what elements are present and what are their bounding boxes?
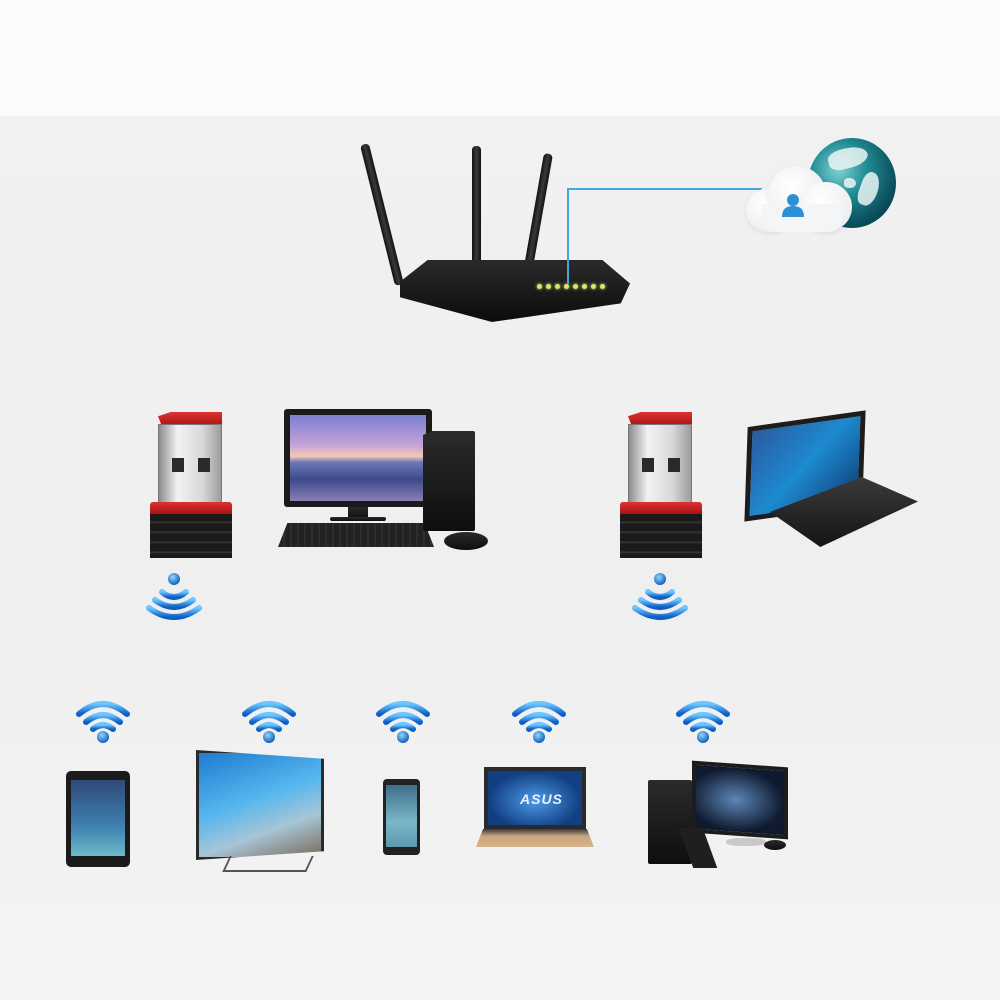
phone-screen [386, 785, 417, 847]
wifi-icon [512, 701, 566, 743]
desktop-pc-2 [646, 760, 796, 868]
router [0, 0, 1000, 330]
monitor-screen [284, 409, 432, 507]
internet [740, 130, 910, 240]
usb-wifi-adapter-1 [148, 410, 238, 558]
tv-screen [196, 750, 324, 860]
laptop [740, 410, 920, 550]
wifi-icon [76, 701, 130, 743]
asus-logo: ASUS [520, 791, 563, 807]
smart-tv [196, 750, 326, 872]
ethernet-cable-horizontal [567, 188, 762, 190]
tablet [66, 771, 130, 867]
smartphone [383, 779, 420, 855]
wifi-signal-up-icon [146, 573, 202, 620]
wifi-signal-up-icon [632, 573, 688, 620]
tv-stand [222, 856, 314, 872]
user-icon [782, 194, 804, 217]
laptop-screen: ASUS [484, 767, 586, 829]
pc-tower [423, 431, 475, 531]
desktop-pc [278, 405, 493, 555]
router-leds [537, 284, 607, 292]
cloud-icon [746, 160, 856, 235]
usb-wifi-adapter-2 [618, 410, 708, 558]
wifi-icon [376, 701, 430, 743]
mouse [764, 840, 786, 850]
ethernet-cable-vertical [567, 189, 569, 284]
router-antenna-left [360, 143, 404, 287]
wifi-icon [242, 701, 296, 743]
keyboard [278, 523, 434, 547]
mouse [444, 532, 488, 550]
asus-laptop: ASUS [476, 767, 594, 850]
tablet-screen [71, 780, 125, 856]
monitor-screen [692, 760, 788, 840]
pc-tower [648, 780, 692, 864]
monitor-stand [726, 838, 766, 846]
router-antenna-middle [472, 146, 481, 270]
router-antenna-right [524, 152, 553, 268]
laptop-base [476, 829, 594, 847]
wifi-icon [676, 701, 730, 743]
